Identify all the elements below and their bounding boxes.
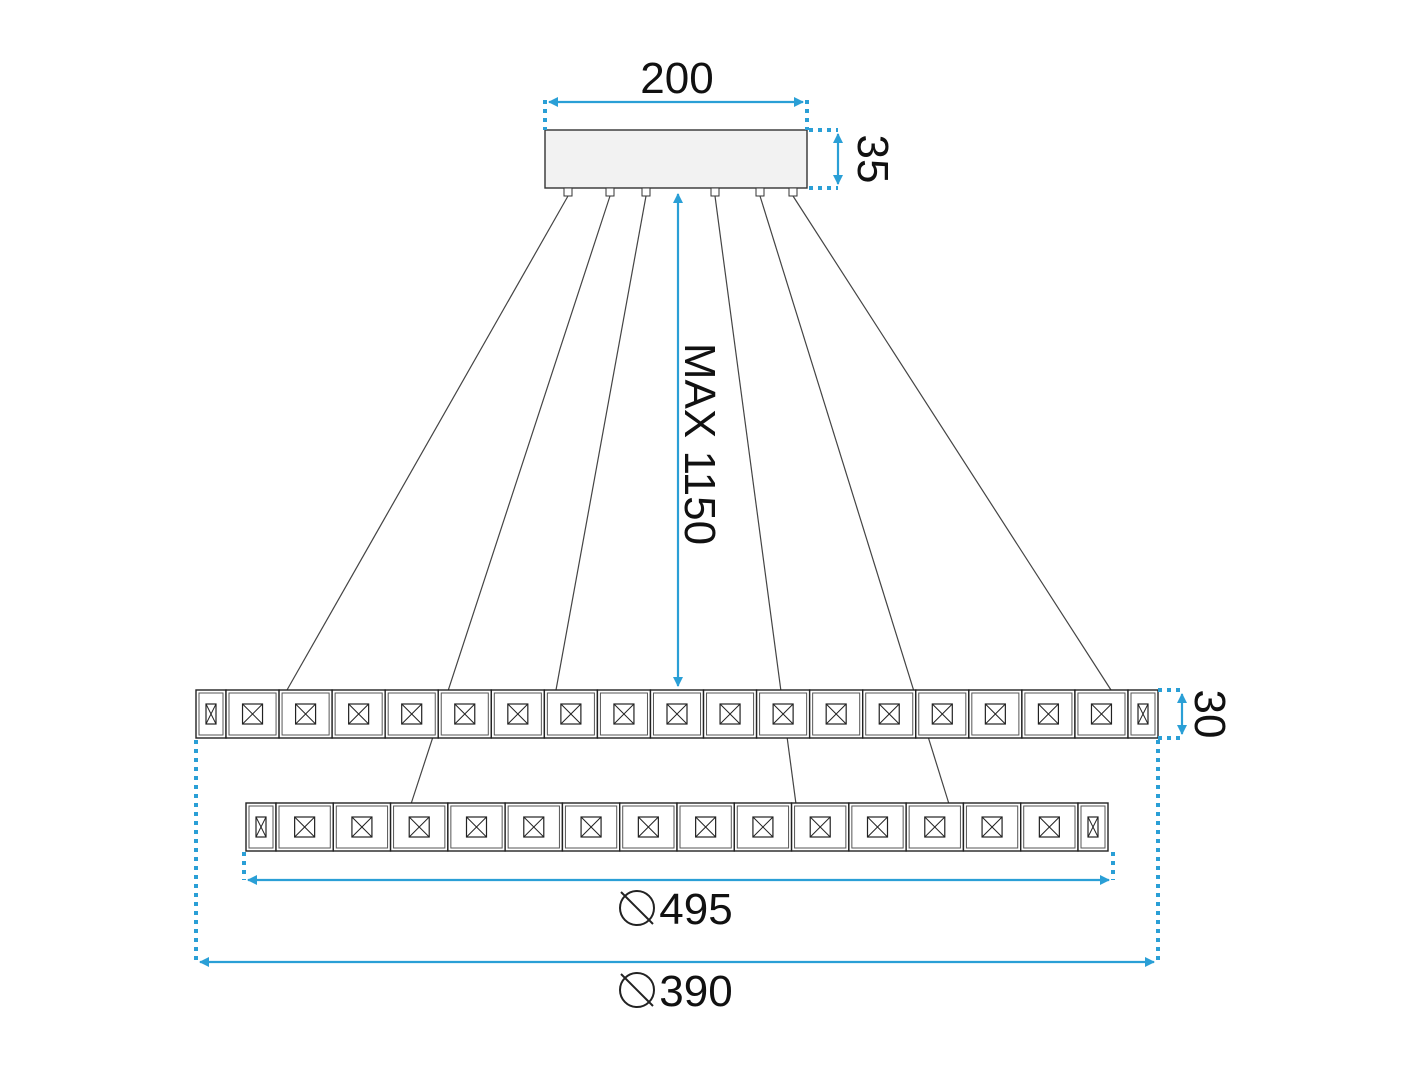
- crystal-block: [384, 689, 439, 739]
- wire-clamp: [755, 187, 765, 197]
- crystal-block: [702, 689, 758, 739]
- crystal-block: [490, 689, 546, 739]
- canopy-width-label: 200: [640, 54, 713, 103]
- suspension-wires: [286, 195, 1112, 805]
- crystal-block: [905, 802, 965, 852]
- crystal-block: [278, 689, 333, 739]
- crystal-block: [543, 689, 599, 739]
- crystal-block: [676, 802, 735, 852]
- crystal-block: [1127, 689, 1159, 739]
- large-ring-diameter-label: 390: [659, 967, 732, 1016]
- crystal-block: [808, 689, 864, 739]
- wire-clamp: [710, 187, 720, 197]
- crystal-block: [195, 689, 227, 739]
- wire-6: [792, 195, 1112, 691]
- crystal-block: [733, 802, 793, 852]
- crystal-block: [225, 689, 280, 739]
- crystal-block: [1021, 689, 1076, 739]
- crystal-block: [962, 802, 1022, 852]
- wire-clamp: [788, 187, 798, 197]
- canopy-wire-clamps: [563, 187, 798, 197]
- crystal-block: [561, 802, 621, 852]
- canopy-height-label: 35: [848, 135, 897, 184]
- crystal-block: [504, 802, 564, 852]
- wire-clamp: [563, 187, 573, 197]
- crystal-block: [1077, 802, 1109, 852]
- crystal-block: [437, 689, 492, 739]
- wire-1: [286, 195, 569, 691]
- diameter-icon: [619, 890, 655, 926]
- crystal-block: [755, 689, 811, 739]
- crystal-block: [389, 802, 449, 852]
- diameter-icon: [619, 972, 655, 1008]
- crystal-block: [649, 689, 705, 739]
- crystal-block: [1020, 802, 1079, 852]
- crystal-block: [790, 802, 850, 852]
- crystal-block: [862, 689, 917, 739]
- crystal-block: [275, 802, 334, 852]
- max-drop-label: MAX 1150: [675, 343, 724, 545]
- wire-clamp: [641, 187, 651, 197]
- crystal-block: [447, 802, 506, 852]
- crystal-block: [915, 689, 970, 739]
- ceiling-canopy: [544, 129, 808, 189]
- wire-clamp: [605, 187, 615, 197]
- ring-height-label: 30: [1185, 690, 1234, 739]
- crystal-block: [1074, 689, 1129, 739]
- crystal-block: [596, 689, 652, 739]
- crystal-block: [968, 689, 1023, 739]
- lower-crystal-ring: [245, 802, 1109, 852]
- crystal-block: [332, 802, 392, 852]
- crystal-block: [619, 802, 678, 852]
- upper-crystal-ring: [195, 689, 1159, 739]
- crystal-block: [848, 802, 907, 852]
- crystal-block: [245, 802, 277, 852]
- wire-3: [555, 195, 647, 691]
- small-ring-diameter-label: 495: [659, 885, 732, 934]
- crystal-block: [331, 689, 386, 739]
